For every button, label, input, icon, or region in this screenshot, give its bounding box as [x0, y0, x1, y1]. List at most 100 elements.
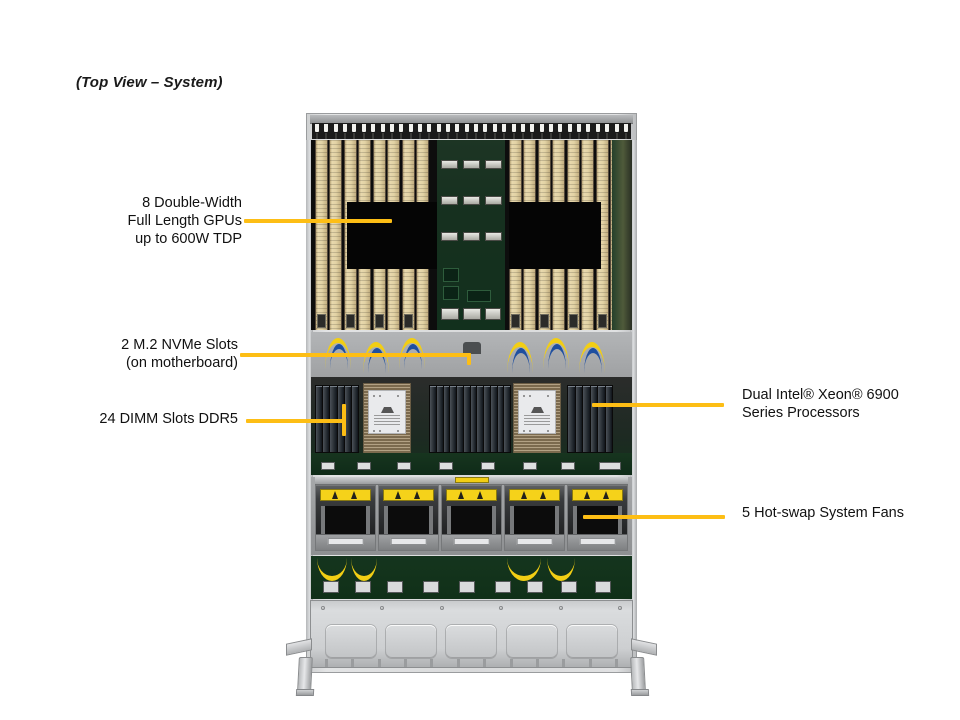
rear-connector-pin — [483, 124, 488, 132]
dimm-slot — [590, 386, 597, 452]
callout-label-gpus: 8 Double-Width Full Length GPUs up to 60… — [96, 194, 242, 248]
fan-module-grip — [573, 506, 622, 534]
motherboard-connector — [439, 462, 453, 470]
fan-module-grip — [510, 506, 559, 534]
gpu-card-tab — [598, 314, 607, 328]
riser-slot-connector — [463, 232, 480, 241]
cpu-heatsink-label-text-line — [374, 418, 400, 419]
fan-module[interactable] — [315, 485, 376, 551]
gpu-card-tab — [375, 314, 384, 328]
mounting-ear-left — [295, 657, 315, 696]
fan-module-grip — [321, 506, 370, 534]
backplane-connector — [423, 581, 439, 593]
gpu-shroud-void-left — [347, 202, 437, 269]
dimm-slot — [490, 386, 497, 452]
dimm-slot — [470, 386, 477, 452]
gpu-card-tab — [346, 314, 355, 328]
dimm-slot — [484, 386, 490, 452]
backplane-cable-loop — [317, 558, 347, 581]
power-cable-loop — [579, 342, 605, 373]
dimm-slot — [477, 386, 483, 452]
riser-chip — [443, 286, 459, 300]
gpu-card — [329, 140, 342, 330]
front-panel-screw — [558, 606, 563, 610]
rear-connector-pin — [436, 124, 441, 132]
riser-slot-connector — [485, 232, 502, 241]
power-cable-loop — [330, 344, 348, 369]
riser-slot-connector — [485, 308, 501, 320]
fan-module[interactable] — [441, 485, 502, 551]
rear-connector-row — [312, 123, 631, 139]
view-caption: (Top View – System) — [76, 74, 223, 91]
power-cable-loop — [325, 338, 351, 369]
front-panel-screw — [380, 606, 385, 610]
callout-fans-line-1: 5 Hot-swap System Fans — [742, 505, 904, 521]
fan-module[interactable] — [378, 485, 439, 551]
front-panel-pin-row — [313, 659, 630, 667]
callout-gpus-line-1: 8 Double-Width — [142, 195, 242, 211]
chassis-side-rail-right — [630, 140, 637, 640]
cpu-heatsink-label-text-line — [524, 415, 550, 416]
rear-connector-pin — [408, 124, 413, 132]
front-panel-pad — [446, 624, 497, 658]
callout-label-cpus: Dual Intel® Xeon® 6900 Series Processors — [742, 386, 954, 422]
dimm-slot — [436, 386, 443, 452]
fan-module-base-label — [579, 538, 616, 545]
dimm-slot — [344, 386, 351, 452]
server-chassis-top-view-image — [286, 113, 657, 696]
fan-direction-arrow-icon — [520, 491, 527, 499]
dimm-slot — [568, 386, 575, 452]
dimm-slot — [430, 386, 436, 452]
rear-connector-pin — [577, 124, 582, 132]
fan-direction-arrow-icon — [583, 491, 590, 499]
riser-slot-connector — [441, 232, 458, 241]
backplane-connector — [459, 581, 475, 593]
leader-line-gpus — [244, 219, 392, 223]
front-panel-pin — [483, 659, 487, 667]
front-panel-pin — [377, 659, 381, 667]
riser-slot-connector — [441, 160, 458, 169]
cpu-heatsink-label-text-line — [374, 424, 400, 425]
chassis-side-rail-left — [306, 140, 313, 640]
fan-module-base — [379, 534, 438, 550]
front-panel-pad — [386, 624, 437, 658]
callout-cpus-text-1: Dual Intel® Xeon® 6900 — [742, 387, 899, 403]
front-panel — [310, 600, 633, 668]
front-panel-screw-row — [321, 606, 622, 610]
fan-bay — [311, 477, 632, 555]
rear-connector-pin — [539, 124, 544, 132]
front-panel-pin — [562, 659, 566, 667]
leader-line-m2 — [240, 353, 471, 357]
dimm-slot — [463, 386, 470, 452]
power-cable-loop — [368, 348, 386, 373]
gpu-card — [315, 140, 328, 330]
rear-connector-pin — [567, 124, 572, 132]
fan-module[interactable] — [504, 485, 565, 551]
motherboard-connector — [397, 462, 411, 470]
front-panel-pin — [403, 659, 407, 667]
front-panel-pin — [324, 659, 328, 667]
gpu-card-tab — [540, 314, 549, 328]
cpu-heatsink-label-dots — [521, 428, 553, 433]
leader-line-dimms — [246, 419, 346, 423]
riser-slot-connector — [485, 196, 502, 205]
cpu-heatsink-label — [368, 390, 406, 434]
backplane-connector — [323, 581, 339, 593]
callout-gpus-line-2: Full Length GPUs — [127, 213, 242, 229]
callout-dimms-line-1: 24 DIMM Slots DDR5 — [99, 411, 238, 427]
riser-slot-connector — [463, 308, 481, 320]
riser-chip — [443, 268, 459, 282]
rear-connector-pin — [417, 124, 422, 132]
rear-connector-pin — [530, 124, 535, 132]
central-riser-board — [437, 140, 505, 330]
power-cable-loop — [512, 348, 530, 373]
backplane-cable-loop — [351, 558, 377, 581]
mounting-foot-left — [295, 689, 315, 696]
cpu-heatsink-label — [518, 390, 556, 434]
cpu-heatsink-1 — [363, 383, 411, 459]
rear-connector-pin — [511, 124, 516, 132]
power-cable-loop — [399, 338, 425, 369]
riser-slot-connector — [441, 308, 459, 320]
dimm-slot — [497, 386, 504, 452]
cpu-heatsink-label-text-line — [374, 421, 400, 422]
